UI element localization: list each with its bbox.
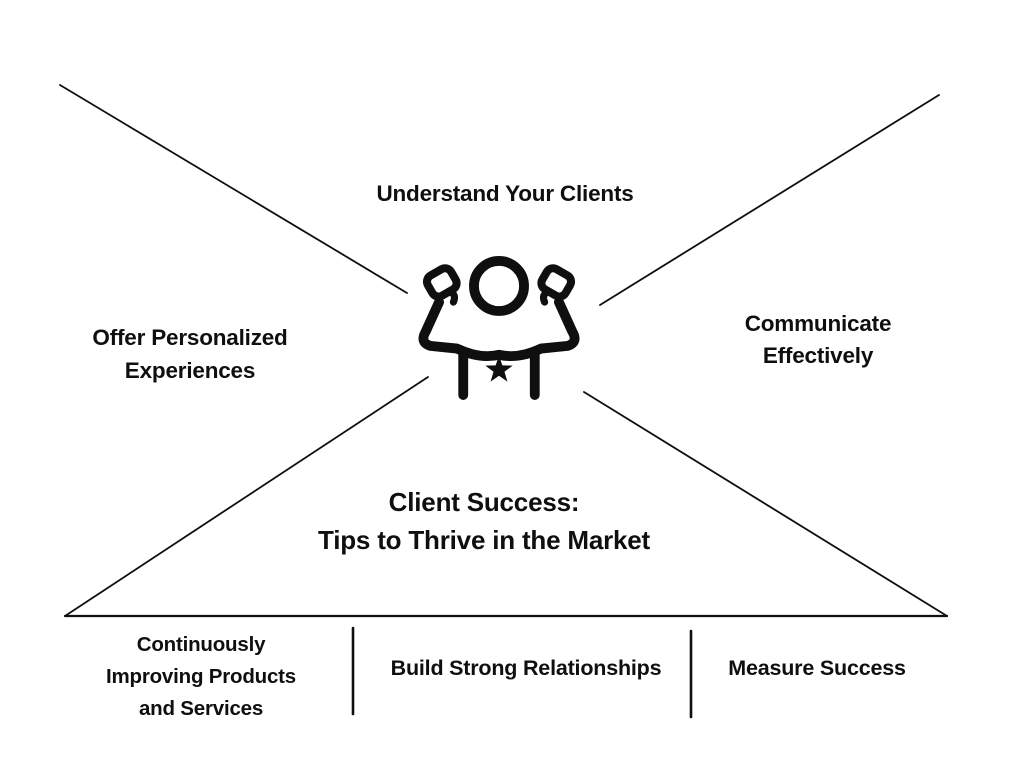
star-icon xyxy=(485,355,513,382)
diagonal-line-bottom-left xyxy=(64,376,429,617)
tip-bottom-left-line3: and Services xyxy=(138,697,264,720)
person-left-arm xyxy=(418,264,504,362)
diagonal-line-bottom-right xyxy=(583,391,948,617)
person-head xyxy=(469,256,529,316)
tip-right-line1: Communicate xyxy=(744,311,892,336)
flexing-person-icon xyxy=(412,252,586,404)
page-title-line1: Client Success: xyxy=(388,487,580,517)
page-title: Client Success: Tips to Thrive in the Ma… xyxy=(318,483,650,559)
tip-continuously-improving: Continuously Improving Products and Serv… xyxy=(106,629,296,725)
tip-communicate-effectively: Communicate Effectively xyxy=(745,308,892,372)
diagonal-line-top-right xyxy=(599,94,940,306)
tip-left-line1: Offer Personalized xyxy=(92,325,288,350)
tip-bottom-left-line2: Improving Products xyxy=(105,665,297,688)
diagonal-line-top-left xyxy=(59,84,408,294)
page-title-line2: Tips to Thrive in the Market xyxy=(318,525,650,555)
tip-bottom-left-line1: Continuously xyxy=(136,633,266,656)
tip-build-strong-relationships: Build Strong Relationships xyxy=(390,656,662,680)
tip-left-line2: Experiences xyxy=(124,358,256,383)
person-right-arm xyxy=(494,264,580,362)
tip-understand-your-clients: Understand Your Clients xyxy=(376,181,634,206)
tip-offer-personalized-experiences: Offer Personalized Experiences xyxy=(92,321,287,387)
tip-measure-success: Measure Success xyxy=(728,656,906,680)
tip-right-line2: Effectively xyxy=(762,343,874,368)
